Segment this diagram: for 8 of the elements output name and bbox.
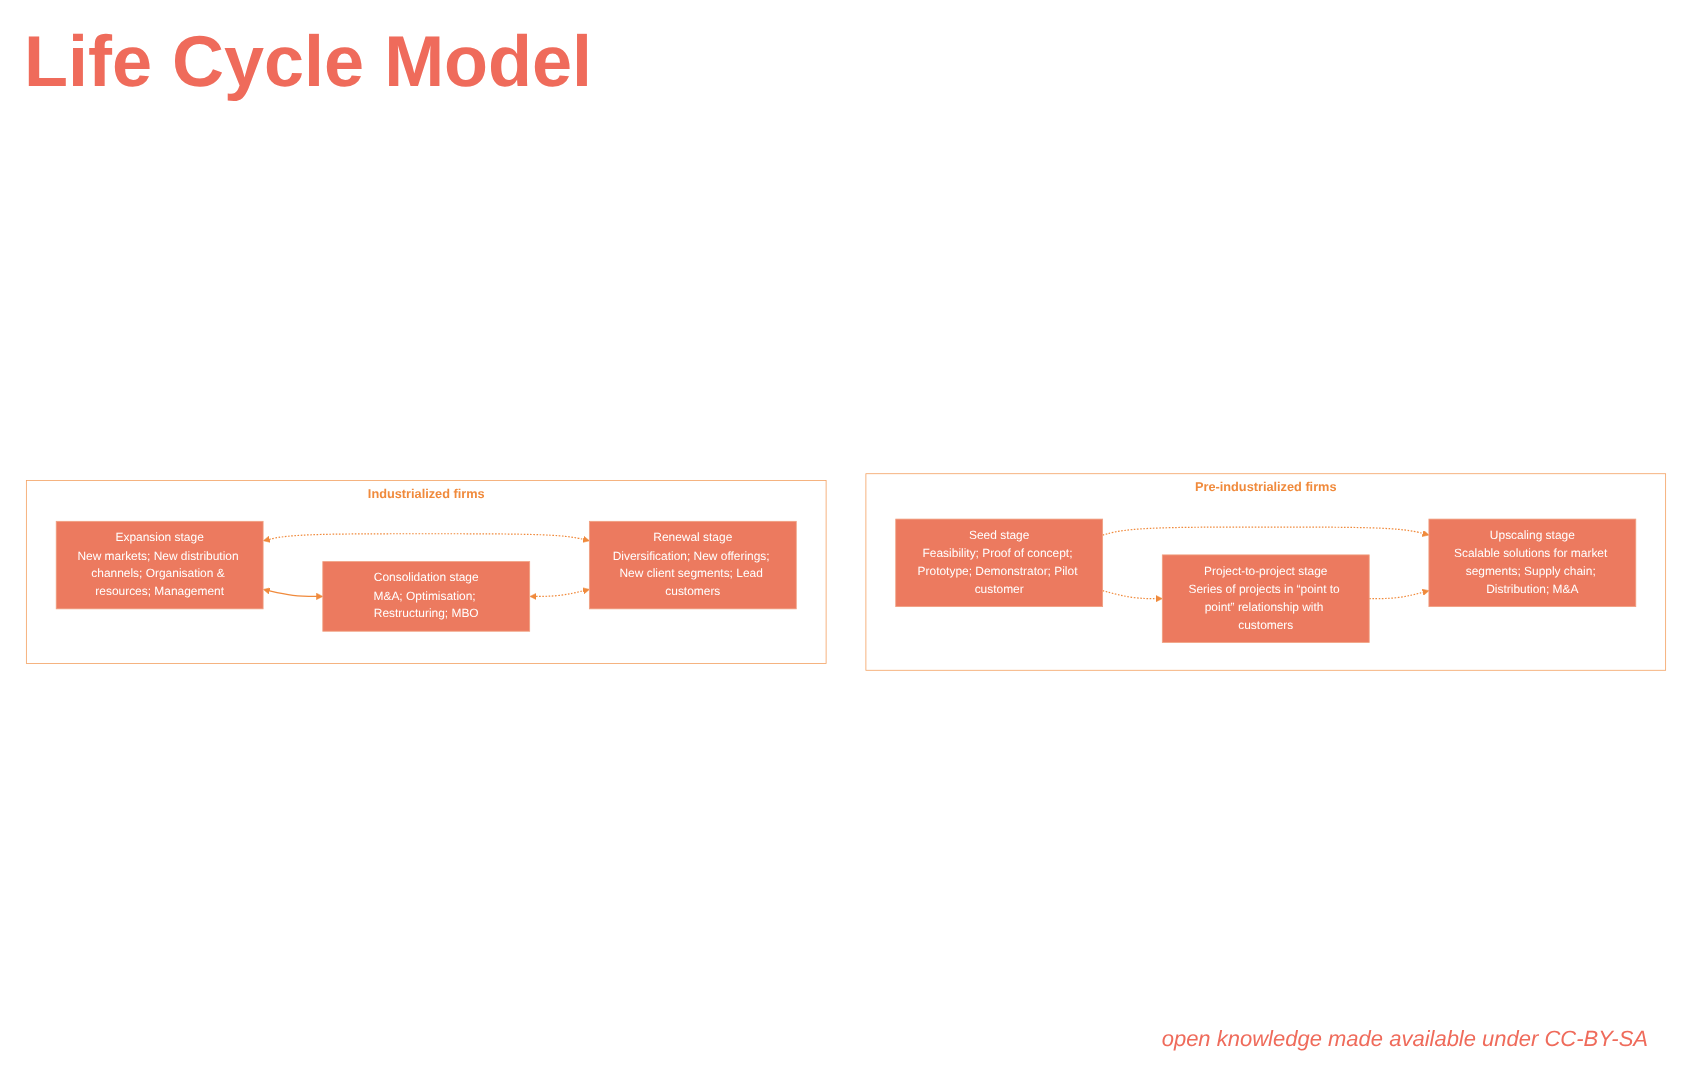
- arrow: [1368, 588, 1430, 600]
- caption: open knowledge made available under CC-BY-SA: [1161, 1028, 1648, 1052]
- diagram-title: Life Cycle Model: [24, 20, 593, 104]
- arrow: [529, 587, 590, 600]
- arrow: [1102, 526, 1430, 537]
- arrow: [263, 587, 324, 600]
- arrow: [263, 533, 590, 543]
- arrow: [1102, 590, 1163, 603]
